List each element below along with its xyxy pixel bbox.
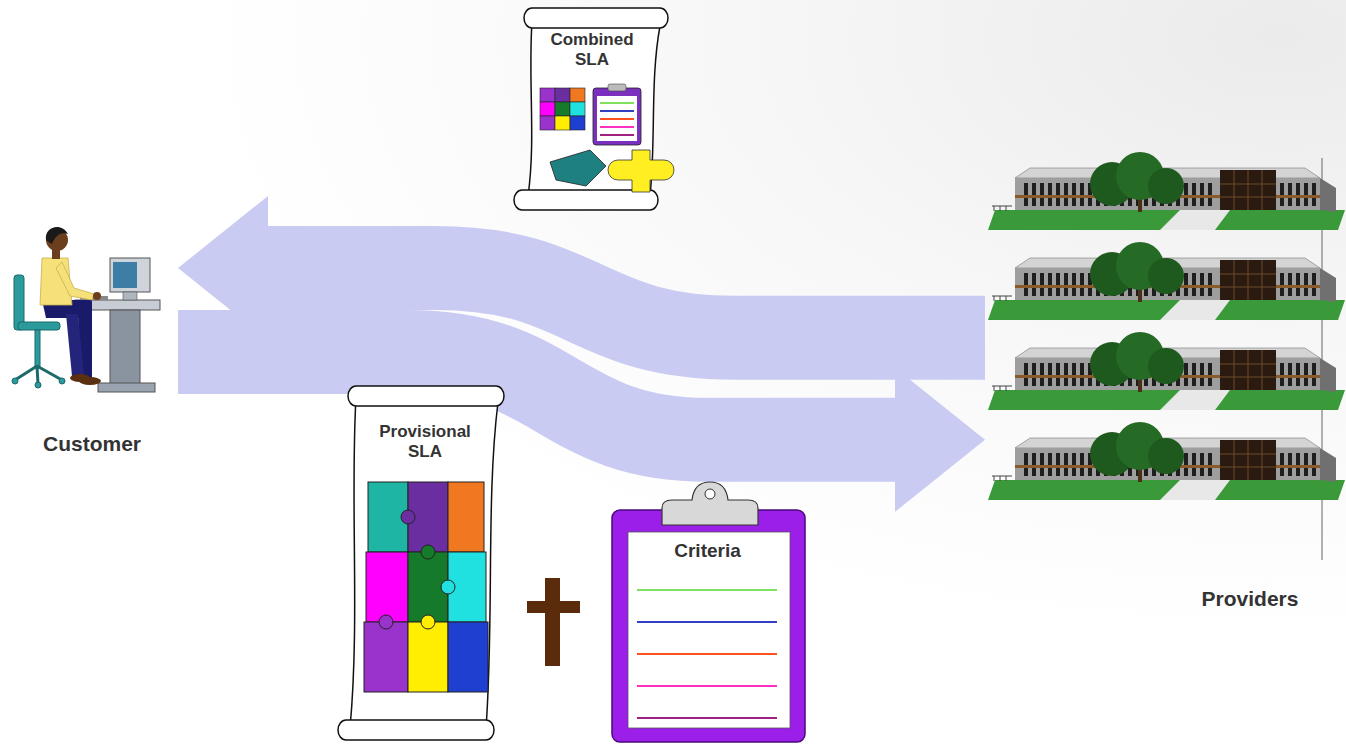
scroll-node: Combined SLA: [505, 0, 680, 215]
puzzle-piece: [608, 150, 674, 192]
clipboard: [612, 482, 805, 742]
building: [988, 242, 1345, 320]
actor-node: Providers: [985, 155, 1346, 625]
building: [988, 332, 1345, 410]
node-label: Criteria: [635, 540, 780, 562]
mini-clipboard: [593, 84, 641, 145]
node-label: Combined SLA: [542, 30, 642, 70]
clipboard-node: Criteria: [605, 478, 810, 742]
puzzle-grid: [364, 482, 488, 692]
arrow-head: [895, 368, 985, 512]
cross-bar: [527, 601, 580, 613]
cross-bar: [545, 578, 560, 666]
arrow-band: [178, 352, 895, 440]
node-label: Providers: [1180, 587, 1320, 612]
building: [988, 422, 1345, 500]
puzzle-piece: [550, 150, 606, 186]
node-label: Customer: [12, 432, 172, 457]
clipboard-outline: [605, 478, 810, 742]
person: [40, 227, 101, 385]
node-label: Provisional SLA: [367, 422, 483, 462]
plus-cross: [527, 578, 580, 666]
building: [988, 152, 1345, 230]
scroll-paper: [338, 386, 504, 740]
mini-puzzle: [540, 88, 585, 130]
actor-node: Customer: [6, 222, 178, 472]
flow-arrow: [178, 352, 985, 512]
providers-buildings: [985, 155, 1346, 625]
scroll-node: Provisional SLA: [340, 380, 510, 742]
